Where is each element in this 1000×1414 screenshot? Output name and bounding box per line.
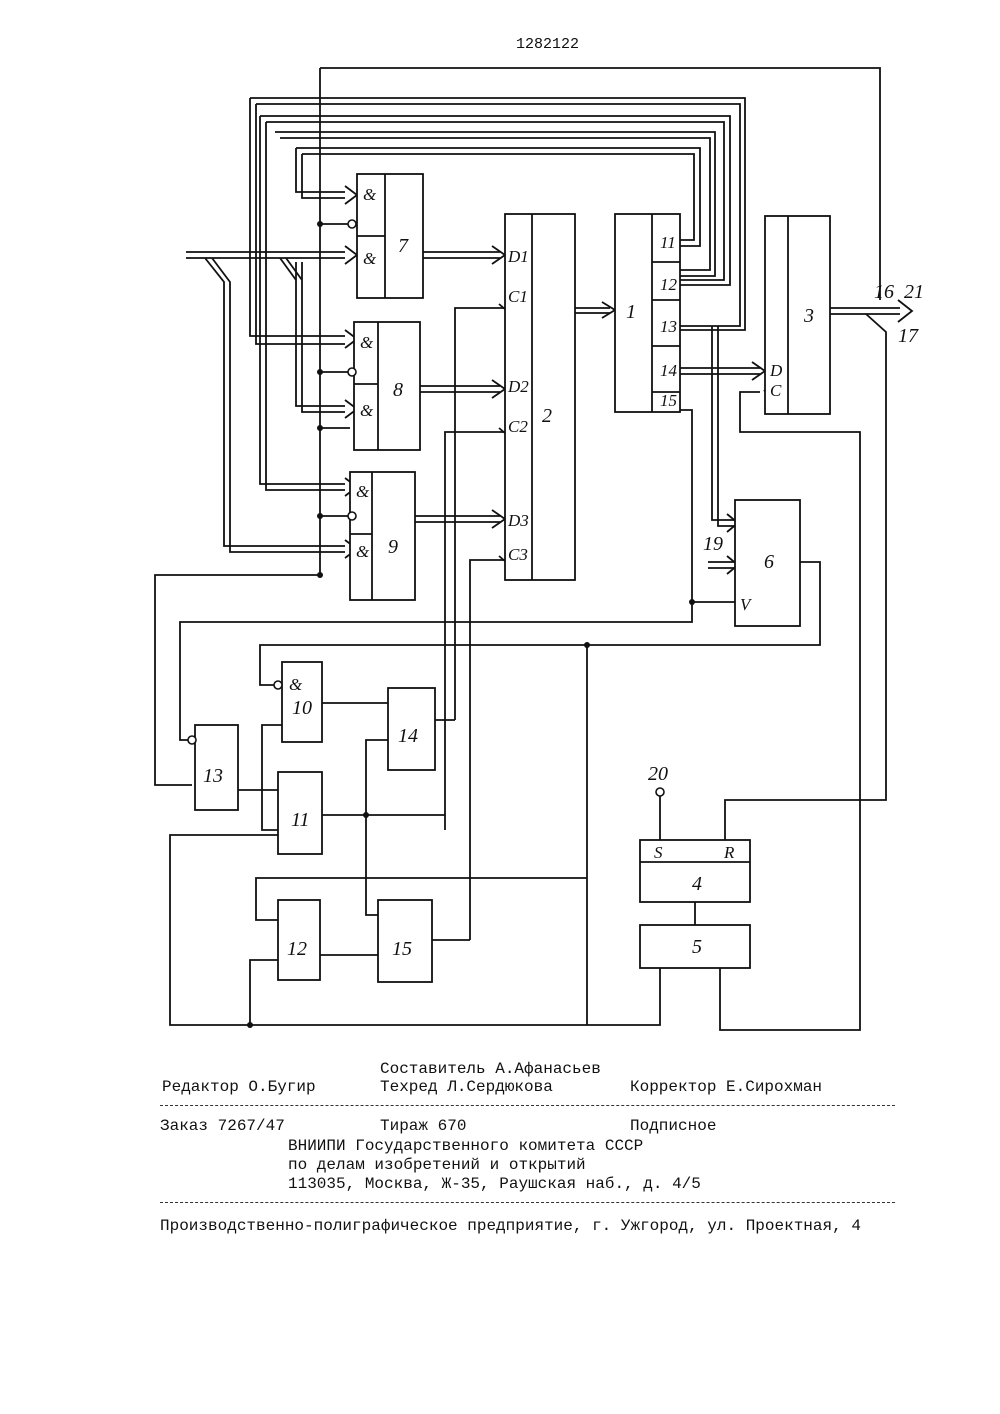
output-label: 14 — [660, 361, 678, 380]
block-10-label: 10 — [292, 697, 312, 719]
block-1: 11 12 13 14 15 1 — [615, 214, 680, 412]
input-label: D — [769, 361, 783, 380]
block-7: & & 7 — [348, 174, 423, 298]
block-15: 15 — [378, 900, 432, 982]
block-9: & & 9 — [348, 472, 415, 600]
divider — [160, 1105, 895, 1106]
block-11-label: 11 — [291, 809, 310, 831]
block-14: 14 — [388, 688, 435, 770]
block-6-label: 6 — [764, 551, 774, 573]
org-line-2: по делам изобретений и открытий — [288, 1156, 586, 1174]
terminal-label: 19 — [703, 533, 723, 555]
and-label: & — [363, 185, 377, 204]
output-label: 15 — [660, 391, 677, 410]
input-label: R — [723, 843, 735, 862]
block-5-label: 5 — [692, 936, 702, 958]
and-label: & — [360, 333, 374, 352]
circulation-line: Тираж 670 — [380, 1117, 466, 1135]
block-2: D1 C1 D2 C2 D3 C3 2 — [505, 214, 575, 580]
printer-line: Производственно-полиграфическое предприя… — [160, 1217, 861, 1235]
techred-line: Техред Л.Сердюкова — [380, 1078, 553, 1096]
reg-input-label: C1 — [508, 287, 528, 306]
org-line-1: ВНИИПИ Государственного комитета СССР — [288, 1137, 643, 1155]
block-10: & 10 — [274, 662, 322, 742]
and-label: & — [360, 401, 374, 420]
block-4-label: 4 — [692, 873, 702, 895]
block-15-label: 15 — [392, 938, 412, 960]
input-label: C — [770, 381, 782, 400]
corrector-line: Корректор Е.Сирохман — [630, 1078, 822, 1096]
terminal-label: 17 — [898, 325, 919, 347]
divider — [160, 1202, 895, 1203]
reg-input-label: D3 — [507, 511, 529, 530]
and-label: & — [289, 675, 303, 694]
order-line: Заказ 7267/47 — [160, 1117, 285, 1135]
subscription-line: Подписное — [630, 1117, 716, 1135]
block-9-label: 9 — [388, 536, 398, 558]
block-5: 5 — [640, 925, 750, 968]
input-label: S — [654, 843, 663, 862]
block-13: 13 — [188, 725, 238, 810]
reg-input-label: C3 — [508, 545, 528, 564]
circuit-schematic: & & 7 & & 8 & & 9 D1 C1 D2 C2 D3 C3 2 — [0, 0, 1000, 1060]
output-label: 13 — [660, 317, 677, 336]
block-6: V 6 — [735, 500, 800, 626]
block-8-label: 8 — [393, 379, 403, 401]
terminal-label: 20 — [648, 763, 668, 785]
reg-input-label: D1 — [507, 247, 529, 266]
org-line-3: 113035, Москва, Ж-35, Раушская наб., д. … — [288, 1175, 701, 1193]
and-label: & — [356, 542, 370, 561]
editor-line: Редактор О.Бугир — [162, 1078, 316, 1096]
and-label: & — [356, 482, 370, 501]
reg-input-label: D2 — [507, 377, 529, 396]
block-12-label: 12 — [287, 938, 307, 960]
terminal-label: 21 — [904, 281, 924, 303]
block-11: 11 — [278, 772, 322, 854]
block-14-label: 14 — [398, 725, 418, 747]
compiler-line: Составитель А.Афанасьев — [380, 1060, 601, 1078]
block-8: & & 8 — [348, 322, 420, 450]
block-12: 12 — [278, 900, 320, 980]
terminal-label: 16 — [874, 281, 894, 303]
block-2-label: 2 — [542, 405, 552, 427]
block-3: D C 3 — [765, 216, 830, 414]
block-13-label: 13 — [203, 765, 223, 787]
block-1-label: 1 — [626, 301, 636, 323]
output-label: 12 — [660, 275, 678, 294]
block-4: S R 4 — [640, 840, 750, 902]
and-label: & — [363, 249, 377, 268]
block-3-label: 3 — [803, 305, 814, 327]
block-7-label: 7 — [398, 235, 409, 257]
output-label: 11 — [660, 233, 676, 252]
reg-input-label: C2 — [508, 417, 528, 436]
